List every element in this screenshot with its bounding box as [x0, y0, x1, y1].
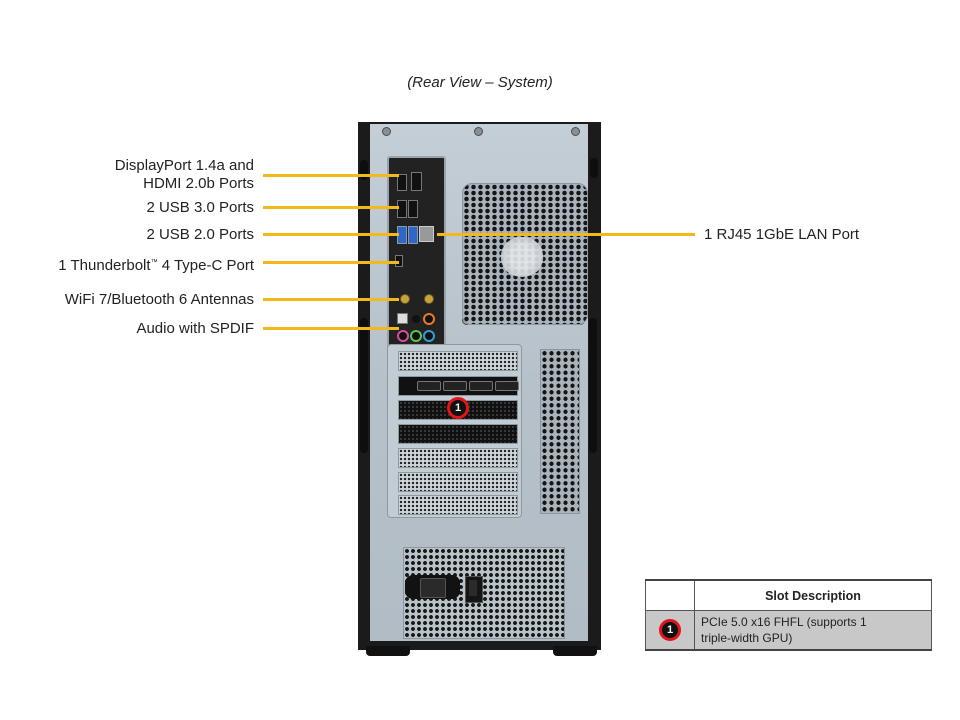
audio-jack [410, 330, 422, 342]
description-line: triple-width GPU) [701, 631, 793, 645]
callout-line [263, 206, 399, 209]
callout-usb2: 2 USB 2.0 Ports [146, 226, 254, 243]
chassis-foot-right [553, 646, 597, 656]
spdif-port [397, 313, 408, 324]
callout-label-text: 4 Type-C Port [157, 257, 254, 274]
chassis-handle [590, 158, 598, 178]
callout-line [263, 174, 399, 177]
audio-jack [423, 330, 435, 342]
callout-line [263, 327, 399, 330]
rj45-port [419, 226, 434, 242]
gpu-displayport [469, 381, 493, 391]
gpu-hdmi [495, 381, 519, 391]
audio-jack [410, 313, 422, 325]
hdmi-port [397, 174, 407, 191]
usb3-port [408, 200, 418, 218]
callout-display-ports: DisplayPort 1.4a and HDMI 2.0b Ports [115, 157, 254, 193]
iec-c14-inlet [420, 578, 446, 598]
screw-icon [474, 127, 483, 136]
slot-description-table: Slot Description 1 PCIe 5.0 x16 FHFL (su… [645, 579, 932, 651]
side-vent-grille [540, 349, 580, 514]
expansion-slot-cover [398, 495, 518, 515]
table-header-cell [645, 579, 695, 611]
chassis-handle [360, 318, 368, 453]
slot-marker-number: 1 [666, 624, 674, 636]
callout-usb3: 2 USB 3.0 Ports [146, 199, 254, 216]
usb3-port [397, 200, 407, 218]
diagram-title: (Rear View – System) [407, 74, 553, 91]
table-header-cell: Slot Description [694, 579, 932, 611]
usb2-port [408, 226, 418, 244]
gpu-displayport [417, 381, 441, 391]
expansion-slot-cover [398, 448, 518, 468]
screw-icon [382, 127, 391, 136]
psu-grille [403, 547, 565, 639]
antenna-connector [400, 294, 410, 304]
chassis-foot-left [366, 646, 410, 656]
expansion-slot-cover [398, 351, 518, 371]
power-switch-rocker [469, 580, 477, 596]
expansion-slot-cover [398, 472, 518, 492]
callout-label-line: DisplayPort 1.4a and [114, 157, 254, 174]
audio-jack [397, 330, 409, 342]
table-cell-description: PCIe 5.0 x16 FHFL (supports 1 triple-wid… [694, 610, 932, 651]
fan-hub [500, 237, 544, 277]
description-line: PCIe 5.0 x16 FHFL (supports 1 [701, 615, 867, 629]
callout-thunderbolt: 1 Thunderbolt™ 4 Type-C Port [58, 254, 254, 275]
table-header-row: Slot Description [645, 579, 932, 611]
displayport-port [411, 172, 422, 191]
callout-line [263, 298, 399, 301]
callout-audio: Audio with SPDIF [136, 320, 254, 337]
slot-marker-number: 1 [454, 402, 462, 414]
chassis-handle [589, 318, 597, 453]
callout-line [263, 261, 399, 264]
audio-jack [423, 313, 435, 325]
table-row: 1 PCIe 5.0 x16 FHFL (supports 1 triple-w… [645, 610, 932, 651]
callout-line [437, 233, 695, 236]
callout-label-text: 1 Thunderbolt [58, 257, 151, 274]
screw-icon [571, 127, 580, 136]
gpu-vent-bracket [398, 424, 518, 444]
callout-line [263, 233, 399, 236]
callout-antennas: WiFi 7/Bluetooth 6 Antennas [64, 291, 254, 308]
gpu-displayport [443, 381, 467, 391]
antenna-connector [424, 294, 434, 304]
callout-lan: 1 RJ45 1GbE LAN Port [704, 226, 860, 243]
callout-label-line: HDMI 2.0b Ports [143, 175, 254, 192]
gpu-display-bracket [398, 376, 519, 396]
table-cell-marker: 1 [645, 610, 695, 651]
slot-marker: 1 [447, 397, 469, 419]
chassis-handle [360, 160, 368, 180]
trademark-symbol: ™ [150, 259, 158, 266]
slot-marker-wrap: 1 [659, 619, 681, 641]
slot-marker: 1 [659, 619, 681, 641]
